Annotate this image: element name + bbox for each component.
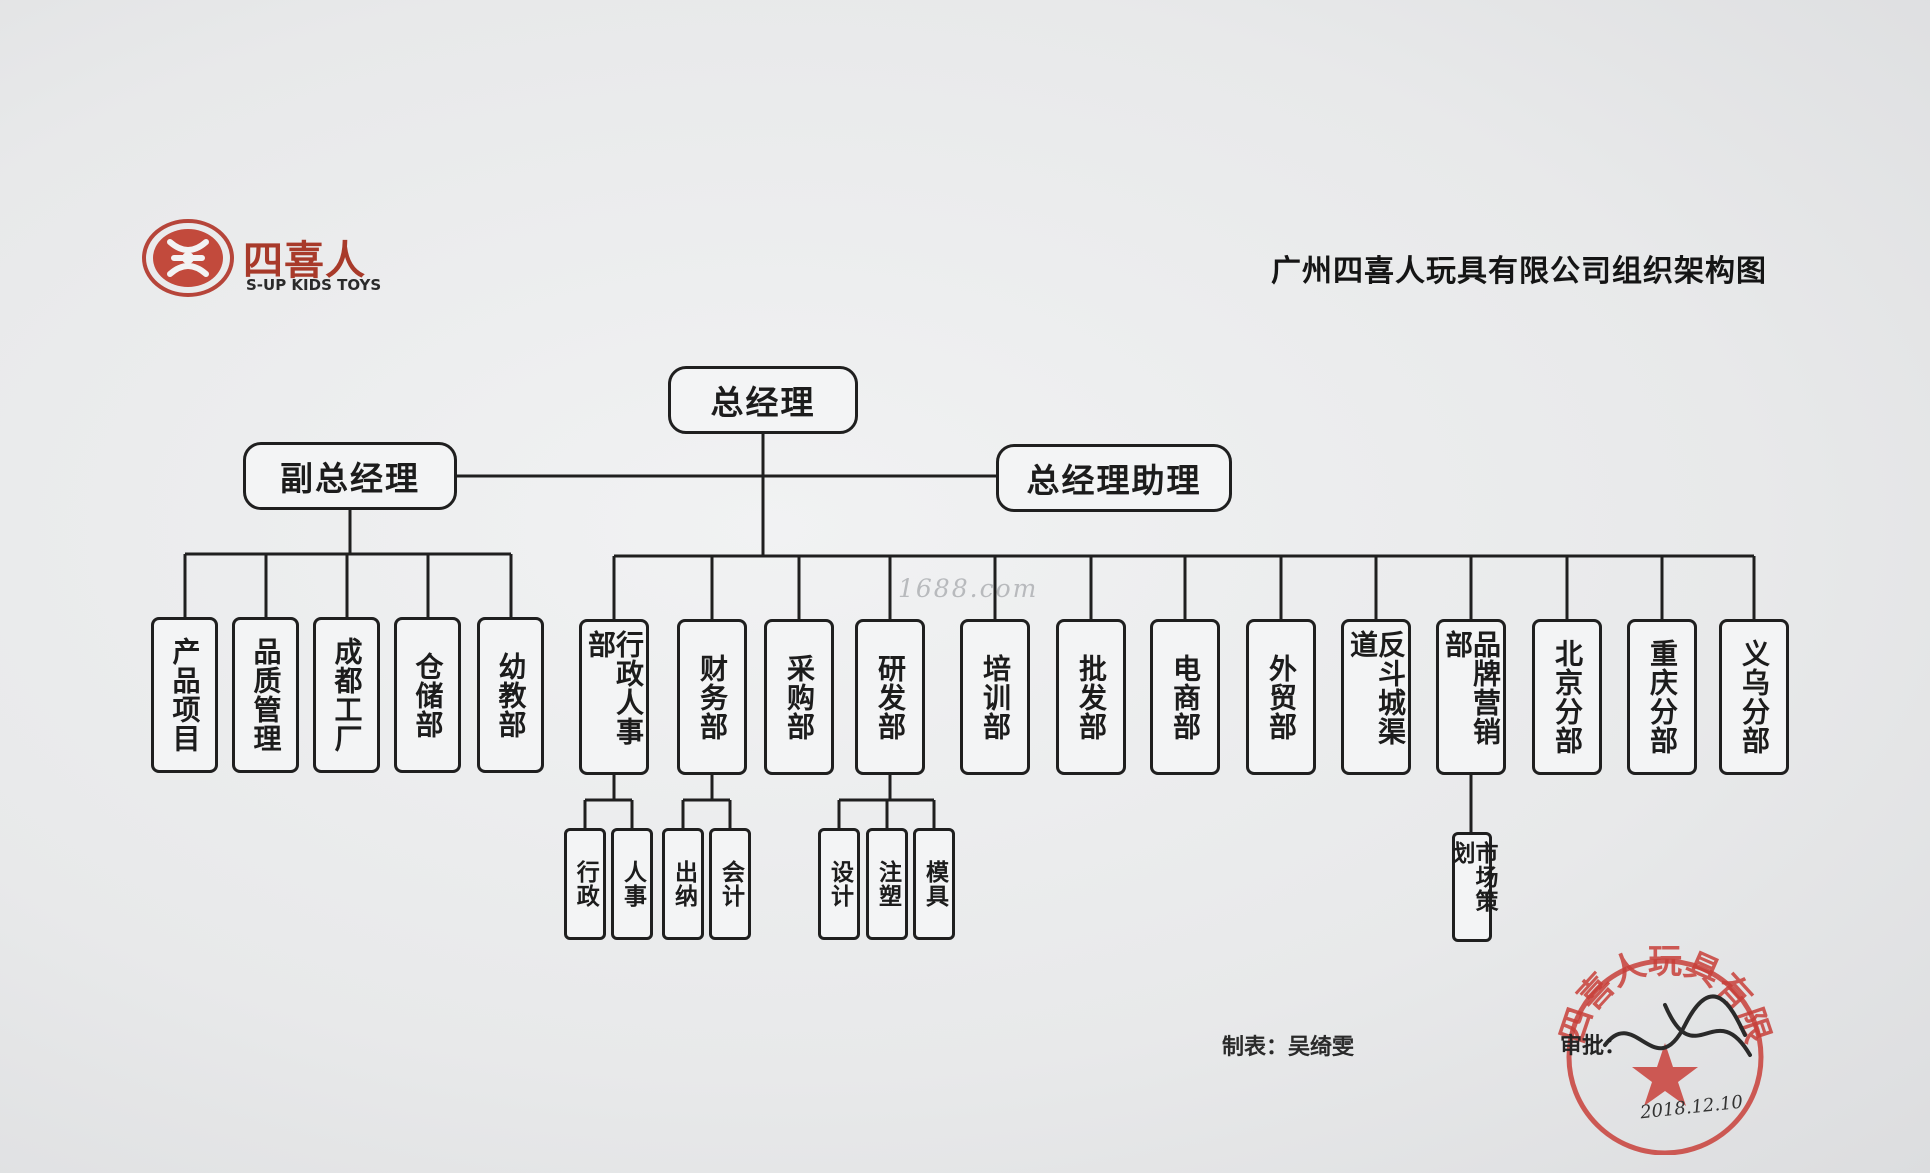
dept-finance: 财务部 [677,619,747,775]
approver-label: 审批： [1560,1034,1627,1059]
sub-design: 设计 [818,828,860,940]
dept-training: 培训部 [960,619,1030,775]
company-seal: 广州四喜人玩具有限公司 [1545,935,1778,1155]
dept-yiwu-branch: 义乌分部 [1719,619,1789,775]
sub-hr: 人事 [611,828,653,940]
dept-warehouse: 仓储部 [394,617,461,773]
box-general-manager: 总经理 [668,366,858,434]
dept-purchasing: 采购部 [764,619,834,775]
dept-quality-management: 品质管理 [232,617,299,773]
sub-cashier: 出纳 [662,828,704,940]
dept-early-education: 幼教部 [477,617,544,773]
company-logo [142,219,234,297]
sub-market-planning: 市场策划 [1448,832,1497,942]
sub-accounting: 会计 [709,828,751,940]
sub-admin-label: 行政 [572,860,599,908]
dept-admin-hr: 行政人事部 [579,619,649,775]
sub-injection-molding: 注塑 [866,828,908,940]
dept-brand-marketing: 品牌营销部 [1436,619,1506,775]
dept-foreign-trade: 外贸部 [1246,619,1316,775]
logo-en-text: S-UP KIDS TOYS [246,276,382,294]
document-title: 广州四喜人玩具有限公司组织架构图 [1271,254,1767,289]
box-gm-assistant: 总经理助理 [996,444,1232,512]
dept-chongqing-branch: 重庆分部 [1627,619,1697,775]
dept-wholesale: 批发部 [1056,619,1126,775]
maker-label: 制表：吴绮雯 [1222,1035,1355,1060]
sub-admin: 行政 [564,828,606,940]
dept-rnd: 研发部 [855,619,925,775]
box-vice-general-manager: 副总经理 [243,442,457,510]
sub-mold: 模具 [913,828,955,940]
dept-beijing-branch: 北京分部 [1532,619,1602,775]
logo-cn-text: 四喜人 [243,238,366,284]
watermark: 1688.com [898,574,1039,603]
dept-toysrus-channel: 反斗城渠道 [1341,619,1411,775]
dept-product-project: 产品项目 [151,617,218,773]
dept-ecommerce: 电商部 [1150,619,1220,775]
dept-chengdu-factory: 成都工厂 [313,617,380,773]
